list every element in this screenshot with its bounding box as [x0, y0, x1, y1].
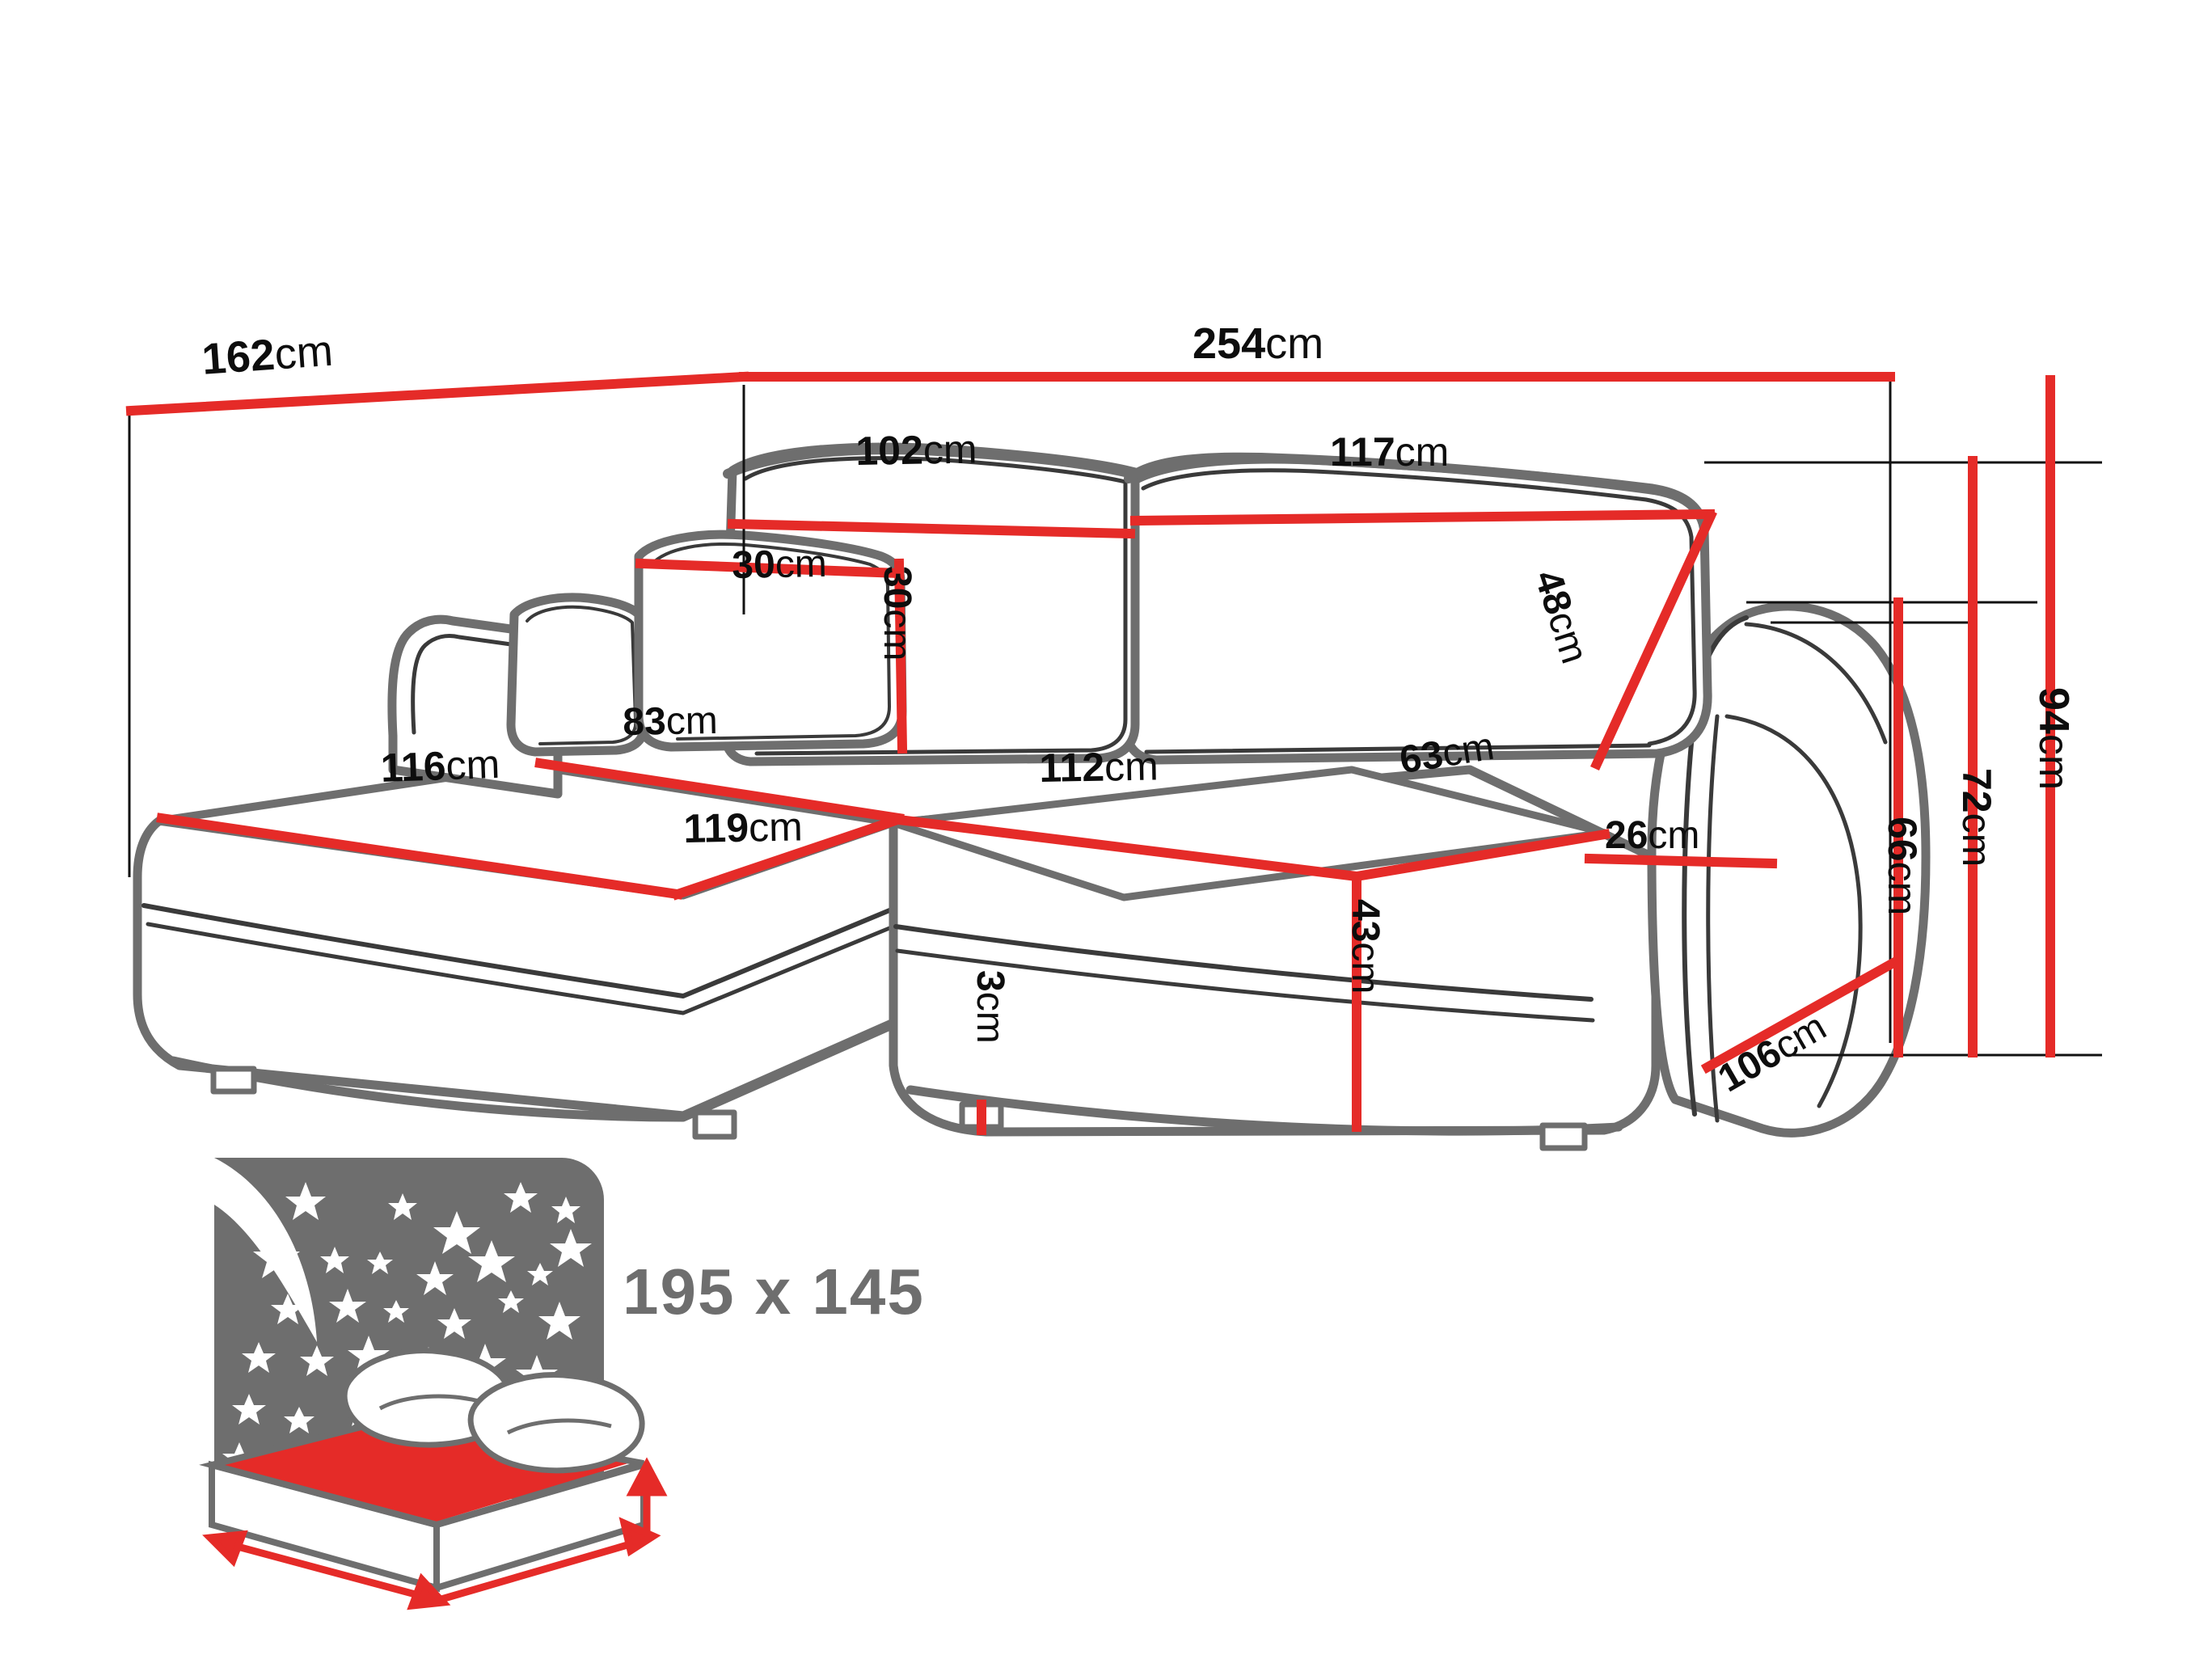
right-front-seam-2 — [895, 948, 1595, 1023]
dimension-label-94: 94cm — [2030, 687, 2077, 791]
backrest-top-wave-right — [1124, 452, 1709, 534]
dimension-label-43: 43cm — [1344, 899, 1387, 994]
dimline-48 — [1590, 509, 1717, 770]
dimline-116 — [156, 813, 683, 900]
dimline-112 — [893, 814, 1362, 882]
dimension-label-30-width: 30cm — [731, 542, 828, 587]
right-backrest-bottom-seam — [1144, 743, 1652, 754]
sleeping-area-label: 195 x 145 — [623, 1256, 925, 1328]
dimline-162 — [125, 371, 749, 416]
dimline-30-width — [635, 558, 905, 579]
dimline-119 — [671, 813, 904, 901]
chaise-front-seam-2 — [146, 922, 896, 1015]
armrest-panel — [1724, 714, 1863, 1108]
accent-cushion-main — [634, 530, 907, 752]
bed-arrowhead-side-right — [618, 1517, 661, 1557]
sofa-illustration — [133, 442, 1931, 1151]
bed-dimension-arrows — [202, 1457, 668, 1610]
backrest-top-wave-left — [723, 445, 1137, 479]
bed-arrow-side — [440, 1535, 648, 1603]
dimline-102 — [727, 518, 1136, 539]
bed-arrowhead-front-left — [202, 1530, 248, 1568]
bed-arrow-front — [215, 1537, 435, 1603]
dimline-30-height — [893, 558, 908, 754]
dimension-label-116: 116cm — [379, 741, 501, 791]
dimline-117 — [1129, 509, 1716, 526]
dimline-83 — [534, 758, 905, 824]
dimline-106 — [1700, 956, 1899, 1074]
dimension-label-119: 119cm — [682, 804, 804, 851]
accent-cushion-main-seam — [650, 542, 891, 741]
right-leg-far — [1539, 1122, 1588, 1151]
dimension-label-66: 66cm — [1880, 817, 1925, 916]
dimension-label-112: 112cm — [1038, 743, 1159, 791]
dimension-label-3: 3cm — [969, 970, 1011, 1044]
dimension-label-102: 102cm — [855, 426, 977, 474]
armrest-top-highlight — [1744, 622, 1888, 745]
bed-arrowhead-front-right — [407, 1572, 451, 1610]
bed-sleeping-area-icon — [199, 1158, 668, 1610]
middle-backrest-seam — [743, 456, 1128, 756]
chaise-leg-right — [692, 1109, 737, 1140]
dimension-lines — [125, 371, 2055, 1135]
pillow-left-crease — [378, 1394, 483, 1411]
chaise-leg-left — [210, 1066, 257, 1095]
dimension-label-72: 72cm — [1954, 768, 1999, 867]
right-backrest-seam — [1141, 468, 1697, 746]
bed-arrowhead-side-top — [626, 1457, 668, 1496]
dimension-label-26: 26cm — [1605, 814, 1700, 857]
dimension-label-83: 83cm — [622, 699, 719, 744]
armrest-seam-outer — [1682, 615, 1749, 1117]
dimline-26 — [1584, 853, 1778, 869]
chaise-front-seam — [141, 903, 896, 998]
dimline-63 — [1351, 829, 1610, 882]
right-front-seam — [893, 924, 1594, 1002]
chaise-backrest-inner — [411, 633, 554, 735]
accent-cushion-left-seam — [526, 605, 638, 745]
moon-icon — [214, 1158, 317, 1342]
dimension-label-254: 254cm — [1193, 319, 1324, 368]
armrest-seam-inner — [1706, 714, 1720, 1123]
dimension-label-117: 117cm — [1330, 429, 1450, 475]
pillow-right-crease — [506, 1418, 612, 1435]
dimension-label-162: 162cm — [200, 326, 335, 384]
dimension-label-30-height: 30cm — [876, 566, 918, 661]
